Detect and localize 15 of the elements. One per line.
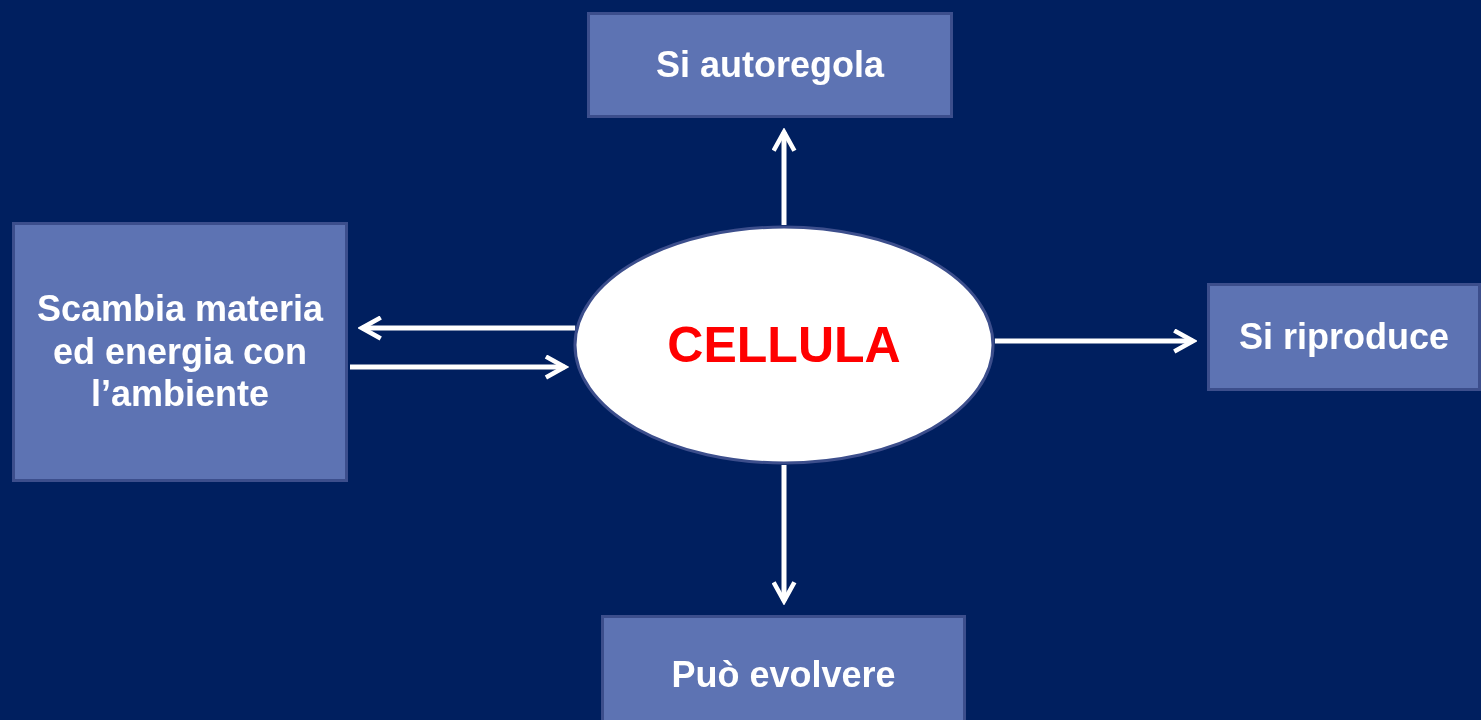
process-box (587, 12, 953, 118)
node-label: Scambia materia ed energia con l’ambiente (35, 288, 325, 416)
arrow (771, 129, 797, 225)
ellipse-node (573, 225, 995, 465)
process-box (12, 222, 348, 482)
node-label: Si riproduce (1238, 315, 1449, 359)
arrow (350, 354, 567, 380)
node-label: Può evolvere (671, 653, 896, 697)
process-box (1207, 283, 1481, 391)
process-box (601, 615, 966, 720)
node-label: CELLULA (667, 315, 901, 375)
arrow (771, 465, 797, 604)
arrow (359, 315, 576, 341)
node-label: Si autoregola (655, 43, 884, 87)
arrow (994, 328, 1196, 354)
